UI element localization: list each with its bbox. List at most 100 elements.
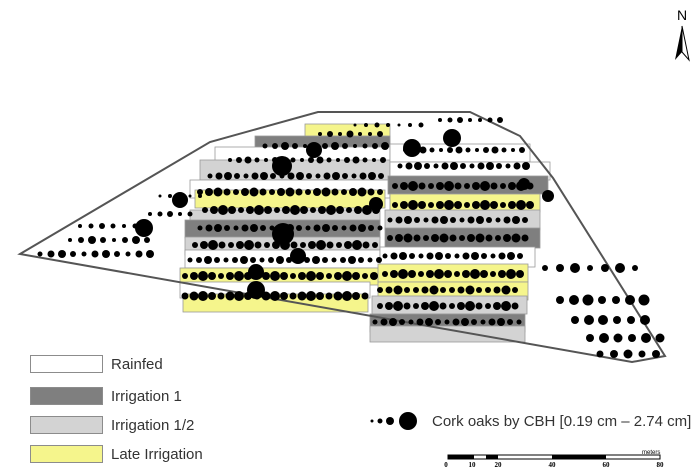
tree: [511, 302, 519, 310]
legend-item-late-irrigation: Late Irrigation: [30, 444, 203, 464]
tree: [385, 286, 393, 294]
tree: [322, 257, 328, 263]
tree: [472, 182, 480, 190]
tree: [490, 271, 496, 277]
tree: [418, 201, 426, 209]
tree: [501, 147, 507, 153]
tree: [506, 269, 516, 279]
tree: [290, 205, 300, 215]
north-arrow: N: [672, 7, 692, 64]
tree: [393, 301, 403, 311]
tree: [372, 319, 378, 325]
scale-tick-60: 60: [603, 461, 611, 468]
tree: [449, 303, 455, 309]
tree: [310, 207, 316, 213]
tree: [354, 206, 362, 214]
tree: [404, 287, 410, 293]
tree: [459, 235, 465, 241]
tree: [270, 173, 276, 179]
tree: [233, 225, 239, 231]
tree: [486, 217, 492, 223]
tree: [488, 318, 496, 326]
tree: [413, 287, 419, 293]
tree: [295, 188, 303, 196]
legend-label-late-irrigation: Late Irrigation: [111, 445, 203, 463]
tree: [405, 162, 413, 170]
tree: [426, 252, 434, 260]
tree: [215, 172, 223, 180]
tree: [584, 315, 594, 325]
tree: [281, 142, 289, 150]
tree: [352, 272, 360, 280]
tree: [392, 202, 398, 208]
tree: [522, 217, 528, 223]
tree: [254, 205, 264, 215]
tree: [358, 132, 362, 136]
legend-swatch-rainfed: [30, 355, 103, 373]
tree: [200, 241, 208, 249]
tree: [623, 349, 633, 359]
tree: [508, 182, 516, 190]
tree: [264, 242, 270, 248]
legend-swatch-late-irrigation: [30, 445, 103, 463]
legend-label-irrigation-half: Irrigation 1/2: [111, 416, 195, 434]
tree: [418, 122, 424, 128]
tree: [349, 224, 357, 232]
tree: [241, 224, 249, 232]
tree: [280, 272, 288, 280]
tree: [368, 172, 376, 180]
tree: [70, 251, 76, 257]
tree: [362, 157, 368, 163]
tree: [341, 189, 347, 195]
tree: [272, 143, 278, 149]
tree: [480, 270, 488, 278]
tree: [342, 271, 352, 281]
tree: [262, 143, 268, 149]
tree: [444, 181, 454, 191]
tree: [503, 216, 511, 224]
tree: [444, 319, 450, 325]
tree: [408, 319, 414, 325]
tree: [439, 148, 443, 152]
tree: [378, 173, 384, 179]
tree: [312, 256, 320, 264]
scale-tick-80: 80: [657, 461, 665, 468]
tree: [495, 217, 501, 223]
tree: [496, 163, 502, 169]
tree: [461, 318, 469, 326]
tree: [280, 292, 288, 300]
tree: [204, 256, 212, 264]
tree: [114, 251, 120, 257]
tree: [413, 234, 421, 242]
tree: [331, 142, 339, 150]
tree: [269, 189, 275, 195]
tree: [400, 182, 408, 190]
tree: [628, 334, 636, 342]
tree: [326, 241, 334, 249]
tree: [333, 291, 343, 301]
tree: [372, 242, 378, 248]
legend-item-irrigation-1: Irrigation 1: [30, 386, 182, 406]
tree: [349, 188, 357, 196]
tree: [457, 117, 463, 123]
tree: [392, 183, 398, 189]
tree: [513, 162, 521, 170]
tree: [439, 233, 449, 243]
tree: [418, 271, 424, 277]
tree: [377, 131, 383, 137]
tree: [490, 253, 496, 259]
tree: [449, 287, 455, 293]
tree: [352, 156, 360, 164]
tree: [182, 273, 188, 279]
scale-bar: meters 0 10 20 40 60 80: [444, 450, 665, 468]
tree: [428, 202, 434, 208]
north-label: N: [677, 8, 687, 23]
tree: [300, 206, 308, 214]
tree: [277, 188, 285, 196]
tree: [241, 188, 249, 196]
tree: [423, 217, 429, 223]
tree: [300, 242, 306, 248]
tree: [306, 173, 312, 179]
tree: [460, 163, 466, 169]
tree: [485, 234, 493, 242]
